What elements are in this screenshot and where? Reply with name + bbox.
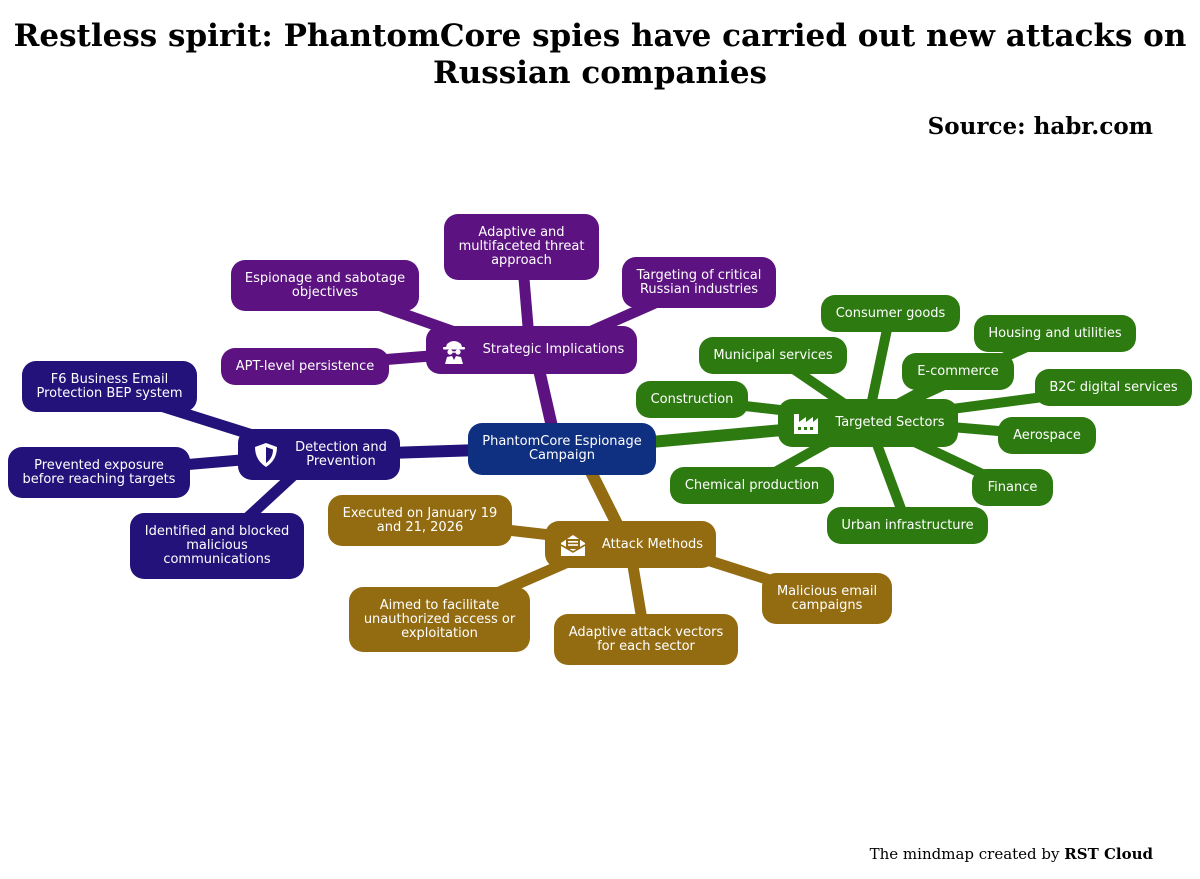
detection-label: Detection and Prevention xyxy=(295,439,387,469)
attack-item: Adaptive attack vectors for each sector xyxy=(554,614,738,665)
sector-item: Housing and utilities xyxy=(974,315,1136,352)
shield-icon xyxy=(251,440,281,470)
detection-item: F6 Business Email Protection BEP system xyxy=(22,361,197,412)
spy-icon xyxy=(439,335,469,365)
source-label: Source: habr.com xyxy=(927,113,1153,140)
strategic-label: Strategic Implications xyxy=(482,342,625,357)
attack-item: Malicious email campaigns xyxy=(762,573,892,624)
footer-credit: The mindmap created by RST Cloud xyxy=(870,845,1153,863)
sector-item: Consumer goods xyxy=(821,295,960,332)
attack-item: Executed on January 19 and 21, 2026 xyxy=(328,495,512,546)
strategic-item: Espionage and sabotage objectives xyxy=(231,260,419,311)
detection-item: Identified and blocked malicious communi… xyxy=(130,513,304,579)
sectors-hub: Targeted Sectors xyxy=(778,399,958,447)
sector-item: Urban infrastructure xyxy=(827,507,988,544)
email-icon xyxy=(558,530,588,560)
page-title: Restless spirit: PhantomCore spies have … xyxy=(13,18,1187,91)
strategic-item: Adaptive and multifaceted threat approac… xyxy=(444,214,599,280)
footer-brand: RST Cloud xyxy=(1064,845,1153,863)
attack-hub: Attack Methods xyxy=(545,521,716,568)
strategic-hub: Strategic Implications xyxy=(426,326,637,374)
sector-item: Chemical production xyxy=(670,467,834,504)
strategic-item: Targeting of critical Russian industries xyxy=(622,257,776,308)
detection-item: Prevented exposure before reaching targe… xyxy=(8,447,190,498)
central-node: PhantomCore Espionage Campaign xyxy=(468,423,656,475)
detection-hub: Detection and Prevention xyxy=(238,429,400,480)
sector-item: Municipal services xyxy=(699,337,847,374)
sector-item: Aerospace xyxy=(998,417,1096,454)
sector-item: B2C digital services xyxy=(1035,369,1192,406)
sector-item: E-commerce xyxy=(902,353,1014,390)
attack-item: Aimed to facilitate unauthorized access … xyxy=(349,587,530,652)
strategic-item: APT-level persistence xyxy=(221,348,389,385)
footer-prefix: The mindmap created by xyxy=(869,845,1065,863)
sectors-label: Targeted Sectors xyxy=(835,415,945,430)
attack-label: Attack Methods xyxy=(601,536,704,552)
sector-item: Construction xyxy=(636,381,748,418)
central-label: PhantomCore Espionage Campaign xyxy=(482,434,642,463)
sector-item: Finance xyxy=(972,469,1053,506)
factory-icon xyxy=(791,408,821,438)
